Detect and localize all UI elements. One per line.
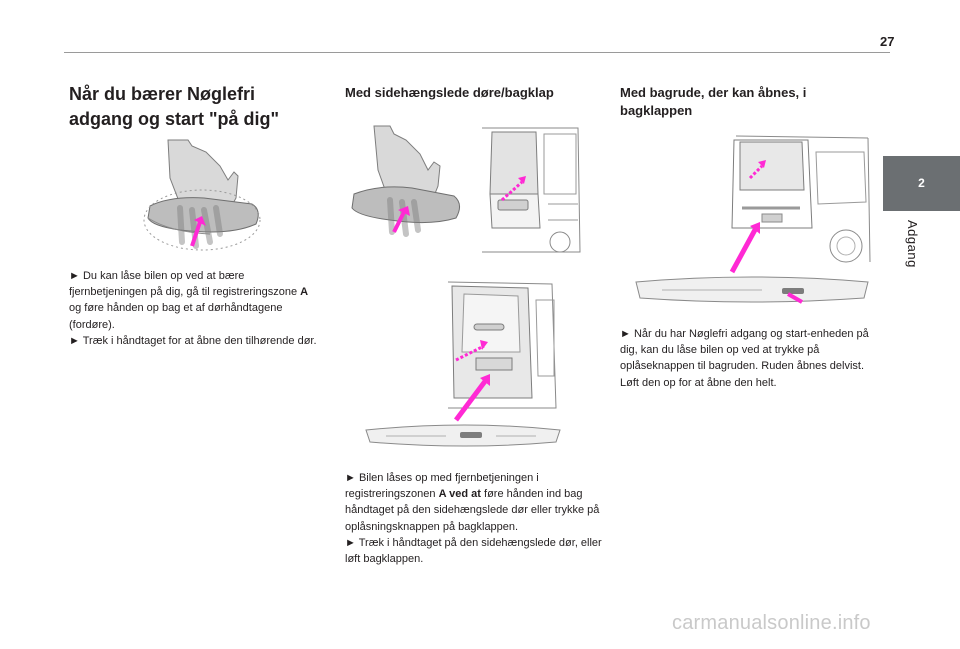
watermark: carmanualsonline.info [672,612,871,634]
instruction-step: ► Når du har Nøglefri adgang og start-en… [620,328,869,389]
instructions-col1: ► Du kan låse bilen op ved at bære fjern… [69,268,321,349]
instruction-step: ► Bilen låses op med fjernbetjeningen i … [345,472,600,533]
header-rule [64,52,890,53]
chapter-number: 2 [918,176,925,190]
chapter-title: Adgang [905,220,920,268]
instruction-step: ► Du kan låse bilen op ved at bære fjern… [69,270,309,331]
illustration-van-rear-window [635,135,871,304]
instructions-col3: ► Når du har Nøglefri adgang og start-en… [620,326,872,391]
section-heading-opening-rear-window: Med bagrude, der kan åbnes, i bagklappen [620,85,807,118]
illustration-van-side-door [482,127,581,253]
instruction-step: ► Træk i håndtaget for at åbne den tilhø… [69,334,317,347]
instruction-step: ► Træk i håndtaget på den sidehængslede … [345,536,602,566]
instructions-col2: ► Bilen låses op med fjernbetjeningen i … [345,470,603,567]
section-heading-side-hinged-doors: Med sidehængslede døre/bagklap [345,85,554,100]
section-heading-keyless: Når du bærer Nøglefri adgang og start "p… [69,84,280,129]
page-number: 27 [880,34,895,49]
illustration-van-rear-tailgate [365,281,561,447]
chapter-tab[interactable]: 2 [883,156,960,211]
illustration-hand-door-handle [143,139,261,251]
illustration-hand-rear-handle [351,125,460,237]
